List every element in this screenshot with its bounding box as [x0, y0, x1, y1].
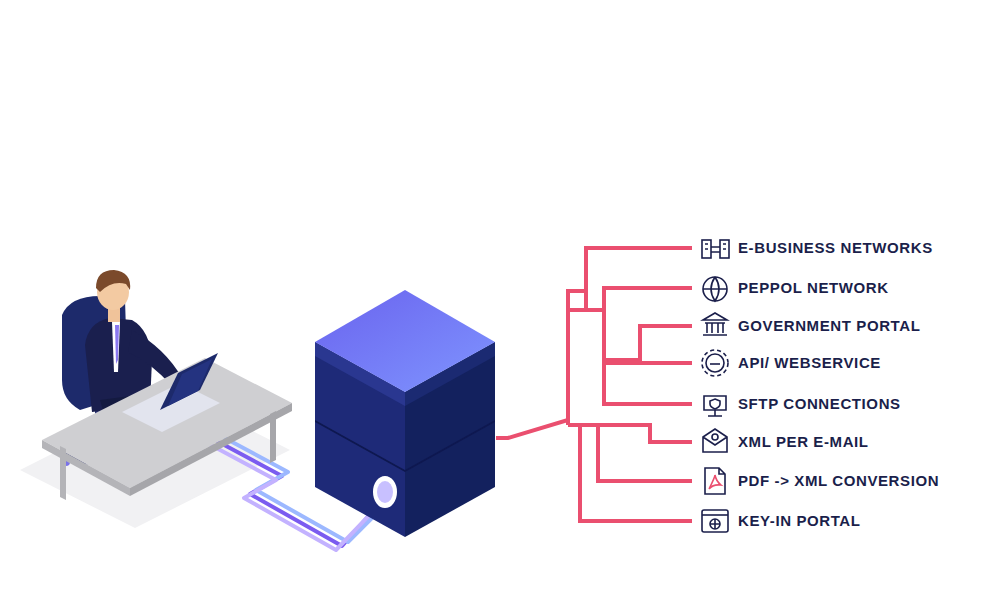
channel-label: API/ WEBSERVICE — [738, 353, 881, 373]
building-icon — [702, 240, 729, 258]
channel-label: GOVERNMENT PORTAL — [738, 316, 920, 336]
server-cube — [315, 290, 495, 537]
portal-icon — [702, 510, 728, 532]
channel-label: KEY-IN PORTAL — [738, 511, 861, 531]
laptop — [122, 353, 220, 432]
channel-icons — [702, 240, 729, 532]
channel-label: PEPPOL NETWORK — [738, 278, 889, 298]
government-icon — [703, 313, 727, 335]
api-gear-icon — [702, 350, 728, 376]
connection-wires — [496, 248, 692, 521]
globe-icon — [703, 277, 727, 301]
channel-label: E-BUSINESS NETWORKS — [738, 238, 933, 258]
sftp-icon — [704, 396, 726, 416]
pdf-icon — [705, 468, 725, 494]
desk — [42, 358, 292, 500]
channel-label: PDF -> XML CONVERSION — [738, 471, 939, 491]
email-icon — [703, 429, 727, 452]
channel-label: SFTP CONNECTIONS — [738, 394, 901, 414]
channel-label: XML PER E-MAIL — [738, 432, 869, 452]
